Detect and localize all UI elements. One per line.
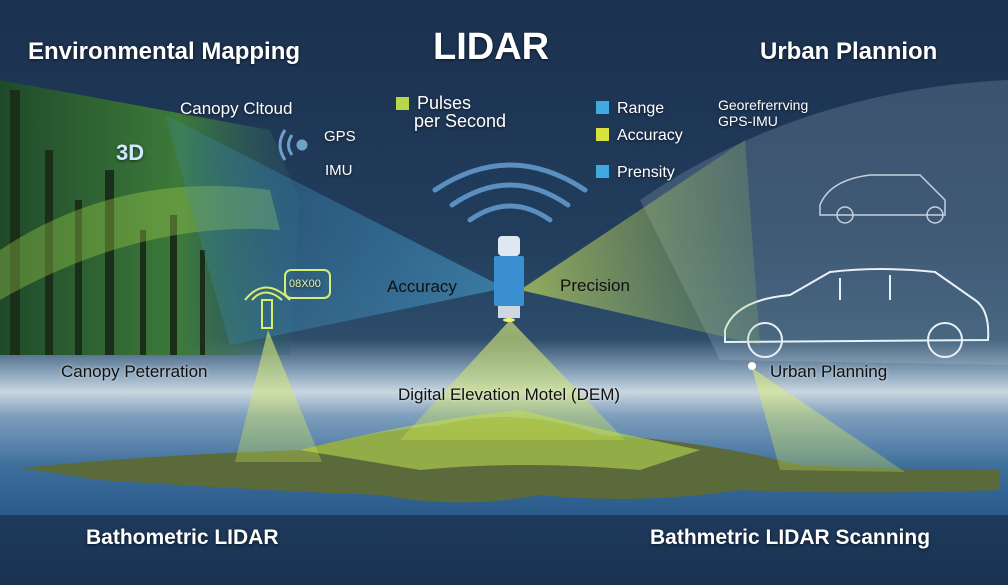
lidar-sensor-icon	[494, 236, 524, 322]
page-title: LIDAR	[433, 26, 550, 68]
gps-signal-icon	[278, 129, 308, 161]
legend-swatch	[596, 165, 609, 178]
pulses-per-second-label: Pulses per Second	[396, 94, 506, 130]
legend-item-prensity: Prensity	[596, 159, 683, 186]
legend-swatch	[596, 101, 609, 114]
gps-imu-text: GPS-IMU	[718, 113, 778, 129]
legend-label: Accuracy	[617, 127, 683, 144]
legend-item-accuracy: Accuracy	[596, 122, 683, 149]
wifi-signal-icon	[432, 162, 588, 223]
canopy-device-icon	[244, 269, 331, 329]
legend-label: Range	[617, 100, 665, 117]
imu-label: IMU	[325, 162, 353, 179]
accuracy-label: Accuracy	[387, 277, 457, 296]
left-beam	[165, 115, 505, 345]
canopy-cloud-label: Canopy Cltoud	[180, 99, 293, 118]
gps-label: GPS	[324, 128, 356, 145]
legend: Range Accuracy Prensity	[596, 95, 683, 186]
heading-bathmetric-lidar-scanning: Bathmetric LIDAR Scanning	[650, 526, 931, 549]
canopy-penetration-label: Canopy Peterration	[61, 362, 208, 381]
device-readout: 08X00	[289, 278, 321, 290]
urban-planning-label: Urban Planning	[770, 362, 888, 381]
badge-3d: 3D	[116, 140, 145, 165]
per-second-text: per Second	[414, 111, 507, 131]
dem-scan-cone	[400, 320, 625, 440]
urban-scan-cone	[752, 368, 905, 472]
legend-item-range: Range	[596, 95, 683, 122]
legend-swatch	[596, 128, 609, 141]
legend-label: Prensity	[617, 164, 675, 181]
pulses-text: Pulses	[417, 93, 472, 113]
right-beam	[520, 140, 760, 345]
canopy-scan-cone	[235, 330, 322, 462]
pulses-swatch	[396, 97, 409, 110]
urban-sensor-dot	[748, 362, 756, 370]
georeferencing-label: Georefrerrving GPS-IMU	[718, 97, 808, 129]
heading-urban-plannion: Urban Plannion	[760, 38, 938, 65]
car-outline-faint	[819, 174, 946, 224]
heading-environmental-mapping: Environmental Mapping	[28, 38, 301, 65]
georef-text: Georefrerrving	[718, 97, 809, 113]
dem-label: Digital Elevation Motel (DEM)	[398, 385, 621, 404]
precision-label: Precision	[560, 276, 630, 295]
heading-bathometric-lidar: Bathometric LIDAR	[86, 526, 279, 549]
